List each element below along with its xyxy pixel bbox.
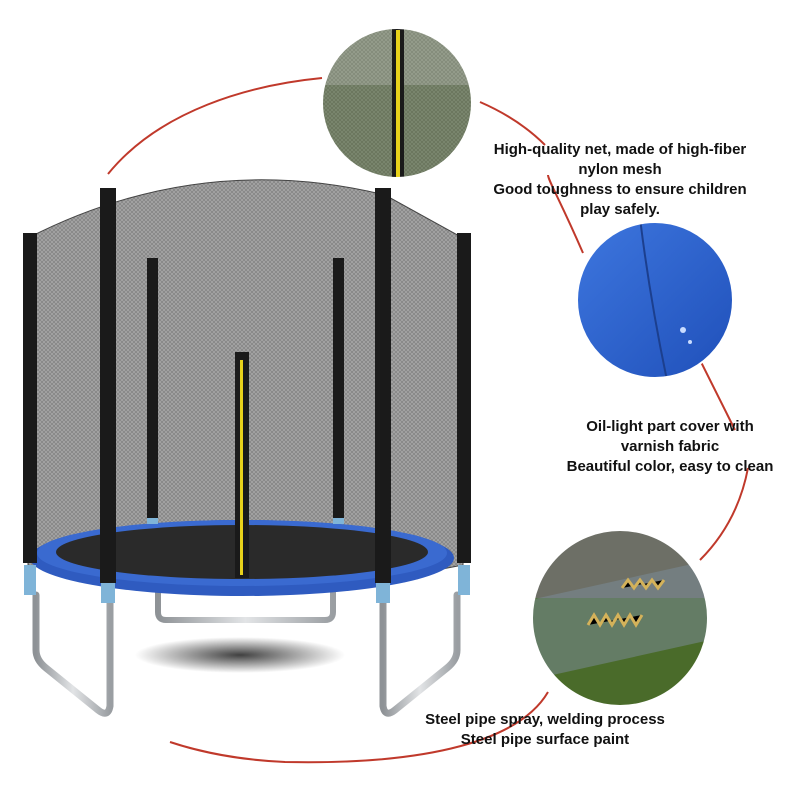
feature-net-line-3: Good toughness to ensure children: [493, 181, 747, 198]
callout-line-net-right: [479, 101, 546, 146]
callout-line-frame: [699, 467, 749, 561]
front-poles: [23, 188, 471, 603]
fabric-closeup-icon: [576, 221, 734, 379]
front-legs: [32, 586, 461, 717]
feature-fabric-line-3: Beautiful color, easy to clean: [566, 458, 774, 475]
spring-closeup-icon: [531, 529, 709, 707]
feature-steel-line-1: Steel pipe spray, welding process: [425, 711, 665, 728]
callout-line-steel: [169, 691, 549, 764]
feature-net-caption: High-quality net, made of high-fiber nyl…: [465, 140, 775, 220]
ground-shadow: [135, 637, 345, 673]
callout-line-fabric-down: [699, 359, 736, 431]
net-closeup-icon: [321, 27, 473, 179]
feature-steel-line-2: Steel pipe surface paint: [460, 731, 630, 748]
feature-fabric-caption: Oil-light part cover with varnish fabric…: [545, 417, 795, 477]
center-pole: [235, 352, 249, 578]
feature-net-line-2: nylon mesh: [578, 161, 662, 178]
feature-steel-caption: Steel pipe spray, welding process Steel …: [390, 710, 700, 750]
feature-net-line-4: play safely.: [580, 201, 660, 218]
back-poles: [147, 258, 344, 524]
feature-fabric-line-1: Oil-light part cover with: [586, 418, 754, 435]
back-legs: [155, 587, 336, 623]
callout-line-net: [107, 77, 323, 175]
callout-lines: [107, 77, 749, 764]
feature-fabric-line-2: varnish fabric: [620, 438, 720, 455]
feature-net-line-1: High-quality net, made of high-fiber: [493, 141, 747, 158]
callout-line-fabric: [547, 174, 584, 254]
